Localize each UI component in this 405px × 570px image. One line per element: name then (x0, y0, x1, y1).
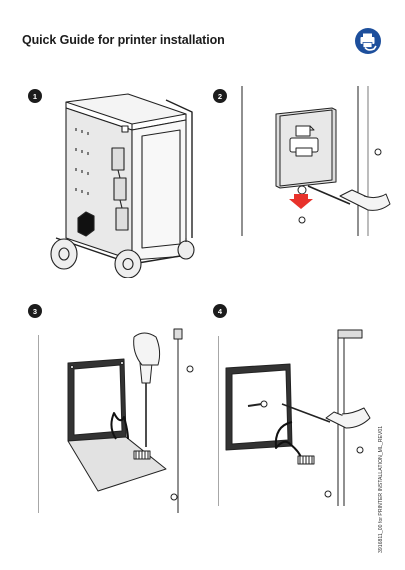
service-cart-with-printer-bay-icon (50, 93, 195, 278)
printer-hand-logo-icon (355, 28, 381, 54)
step-1-badge: 1 (28, 89, 42, 103)
step-4-badge: 4 (213, 304, 227, 318)
open-cover-disconnect-cable-icon (38, 328, 194, 513)
page-title: Quick Guide for printer installation (22, 33, 225, 47)
remove-frame-screw-icon (218, 329, 371, 506)
document-code: 3916811_00 for PRINTER INSTALLATION_ML_R… (378, 425, 384, 553)
step-3-badge: 3 (28, 304, 42, 318)
remove-printer-cover-screw-icon (241, 86, 391, 236)
step-2-badge: 2 (213, 89, 227, 103)
